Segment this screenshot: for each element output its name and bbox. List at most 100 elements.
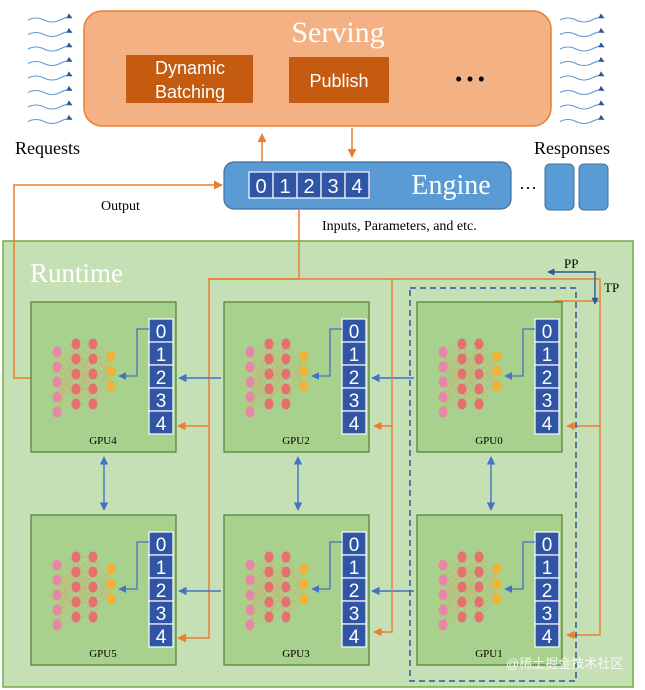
nn-node [71, 338, 81, 350]
nn-edge [75, 556, 94, 618]
nn-node [492, 350, 502, 362]
gpu-label: GPU0 [475, 435, 503, 447]
nn-node [438, 559, 448, 571]
nn-node [299, 563, 309, 575]
tp-group-outline [409, 287, 577, 682]
gpu-internal-arrow [118, 541, 149, 593]
dynamic-batching-label-2: Batching [155, 82, 225, 102]
response-arrow-0 [559, 13, 605, 23]
response-arrow-3 [559, 56, 605, 67]
nn-node [71, 551, 81, 563]
gpu-stack-cell-label: 1 [349, 558, 360, 579]
nn-node [245, 589, 255, 601]
nn-node [457, 398, 467, 410]
nn-node [264, 398, 274, 410]
nn-node [106, 593, 116, 605]
nn-edge [75, 556, 94, 588]
nn-edge [285, 355, 305, 405]
nn-edge [56, 586, 77, 626]
nn-node [245, 391, 255, 403]
nn-node [264, 566, 274, 578]
nn-node [88, 581, 98, 593]
nn-node [71, 581, 81, 593]
nn-node [474, 353, 484, 365]
nn-node [245, 376, 255, 388]
nn-edge [56, 556, 77, 596]
nn-edge [268, 343, 287, 375]
pp-label: PP [564, 256, 578, 271]
nn-node [457, 338, 467, 350]
gpu-label: GPU2 [282, 435, 310, 447]
request-arrow-5 [27, 85, 73, 96]
serving-title: Serving [291, 16, 384, 49]
nn-node [264, 551, 274, 563]
nn-edge [56, 358, 77, 413]
nn-edge [461, 373, 480, 405]
nn-node [106, 365, 116, 377]
gpu-arrows [99, 278, 601, 640]
nn-node [299, 350, 309, 362]
nn-edge [478, 355, 498, 390]
nn-edge [285, 568, 305, 603]
gpu-stack-cell-label: 0 [156, 535, 167, 556]
nn-edge [268, 343, 287, 405]
tp-label: TP [604, 280, 619, 295]
nn-node [52, 406, 62, 418]
nn-node [438, 406, 448, 418]
gpu-stack-cell-label: 4 [349, 414, 360, 435]
inputs-label: Inputs, Parameters, and etc. [322, 219, 477, 234]
nn-edge [249, 556, 270, 611]
gpu-stack-cell-label: 1 [542, 558, 553, 579]
gpu-stack-cell-label: 3 [542, 604, 553, 625]
response-arrow-5 [559, 85, 605, 96]
nn-node [106, 350, 116, 362]
nn-node [492, 563, 502, 575]
gpu-stack-cell-label: 0 [156, 322, 167, 343]
request-arrow-6 [27, 100, 73, 110]
nn-edge [478, 370, 498, 405]
nn-node [457, 611, 467, 623]
nn-node [106, 563, 116, 575]
nn-node [71, 566, 81, 578]
nn-edge [268, 556, 287, 603]
nn-edge [92, 583, 112, 618]
nn-edge [249, 343, 270, 383]
nn-edge [285, 355, 305, 390]
nn-node [474, 368, 484, 380]
dynamic-batching-box [126, 55, 253, 103]
nn-node [88, 611, 98, 623]
nn-edge [478, 568, 498, 618]
gpu-stack-cell [148, 623, 174, 648]
response-arrow-2 [559, 42, 605, 52]
nn-edge [56, 571, 77, 626]
watermark: @稀土掘金技术社区 [506, 656, 623, 671]
nn-node [299, 365, 309, 377]
response-block-2 [578, 163, 609, 211]
requests-label: Requests [15, 138, 80, 158]
gpu-internal-arrow [118, 328, 149, 380]
nn-edge [442, 358, 463, 413]
gpu-stack-cell-label: 3 [542, 391, 553, 412]
engine-queue-cell [344, 171, 370, 199]
nn-edge [442, 343, 463, 398]
nn-node [245, 619, 255, 631]
nn-edge [461, 556, 480, 603]
nn-node [474, 338, 484, 350]
nn-edge [461, 556, 480, 588]
nn-node [457, 581, 467, 593]
nn-node [474, 566, 484, 578]
nn-node [52, 619, 62, 631]
nn-node [71, 383, 81, 395]
nn-node [52, 376, 62, 388]
publish-box [289, 57, 389, 103]
nn-edge [442, 373, 463, 413]
input-line-right [392, 278, 601, 301]
nn-node [281, 551, 291, 563]
nn-node [106, 380, 116, 392]
nn-edge [442, 343, 463, 383]
gpu-label: GPU3 [282, 648, 310, 660]
nn-node [88, 338, 98, 350]
nn-edge [461, 571, 480, 618]
